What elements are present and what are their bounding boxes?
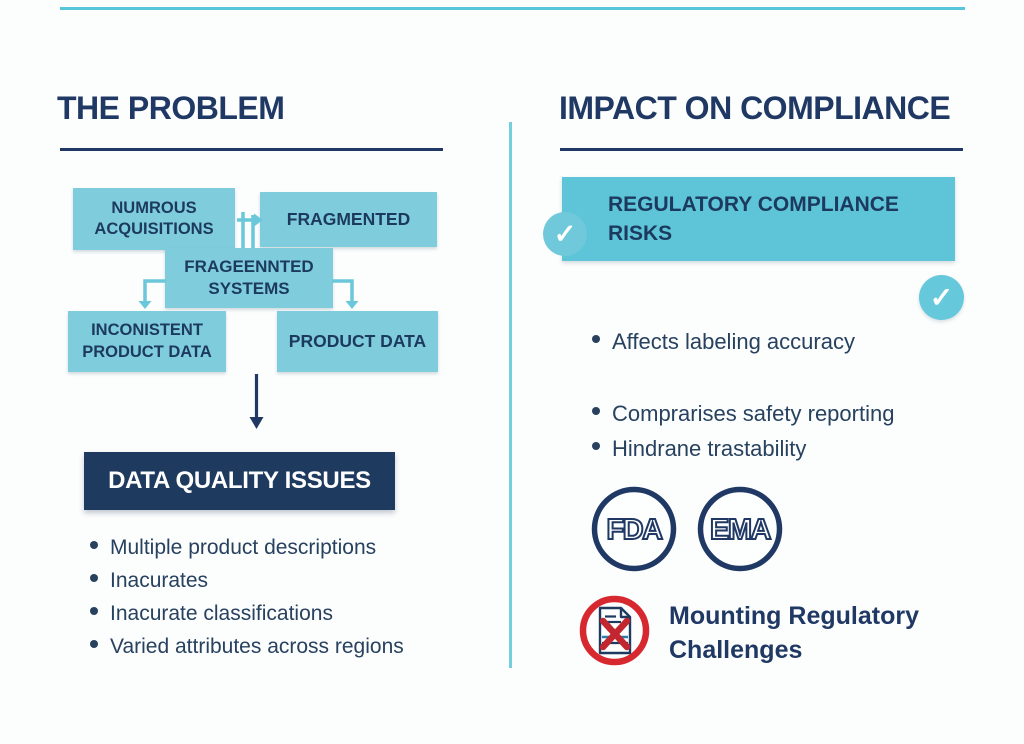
bullet-dot-icon [592,334,600,343]
list-item: Inacurate classifications [90,597,404,630]
section-divider-line [509,122,512,668]
list-item: Hindrane trastability [592,431,894,466]
bullet-dot-icon [90,639,98,648]
impact-title-underline [560,148,963,151]
fda-badge-icon: FDA [591,486,677,572]
data-quality-issues-box: DATA QUALITY ISSUES [84,452,395,510]
flow-box-fragmented: FRAGMENTED [260,192,437,247]
arrow-down-left-icon [138,279,166,309]
checkmark-circle-icon: ✓ [543,212,587,256]
problem-title-underline [60,148,443,151]
ema-badge-label: EMA [710,514,772,546]
bullet-dot-icon [592,441,600,450]
list-item: Inacurates [90,564,404,597]
list-item: Varied attributes across regions [90,630,404,663]
list-item: Comprarises safety reporting [592,396,894,431]
impact-bullet-list-bottom: Comprarises safety reporting Hindrane tr… [592,396,894,466]
regulatory-risk-banner: REGULATORY COMPLIANCE RISKS [562,177,955,261]
risk-banner-label: REGULATORY COMPLIANCE RISKS [608,193,899,245]
impact-section-title: IMPACT ON COMPLIANCE [559,90,951,126]
bullet-dot-icon [90,540,98,549]
problem-section-title: THE PROBLEM [57,90,285,126]
list-item: Multiple product descriptions [90,531,404,564]
arrow-down-right-icon [332,279,359,309]
x-mark-icon [599,617,631,651]
top-accent-line [60,7,965,10]
rejected-document-icon [579,595,650,666]
mounting-challenges-title: Mounting Regulatory Challenges [669,602,919,664]
checkmark-circle-icon: ✓ [919,275,964,320]
bullet-dot-icon [90,573,98,582]
bullet-dot-icon [592,406,600,415]
flow-box-product-data: PRODUCT DATA [277,311,438,372]
fda-badge-label: FDA [606,514,663,546]
ema-badge-icon: EMA [697,486,783,572]
bullet-dot-icon [90,606,98,615]
flow-box-numerous-acquisitions: NUMROUS ACQUISITIONS [73,188,235,250]
arrow-down-icon [249,374,264,429]
flow-box-fragmented-systems: FRAGEENNTED SYSTEMS [165,248,333,308]
list-item: Affects labeling accuracy [592,324,855,359]
flow-box-inconsistent-product-data: INCONISTENT PRODUCT DATA [68,311,226,372]
impact-bullet-list-top: Affects labeling accuracy [592,324,855,359]
problem-bullet-list: Multiple product descriptions Inacurates… [90,531,404,663]
connector-lines [241,212,255,248]
